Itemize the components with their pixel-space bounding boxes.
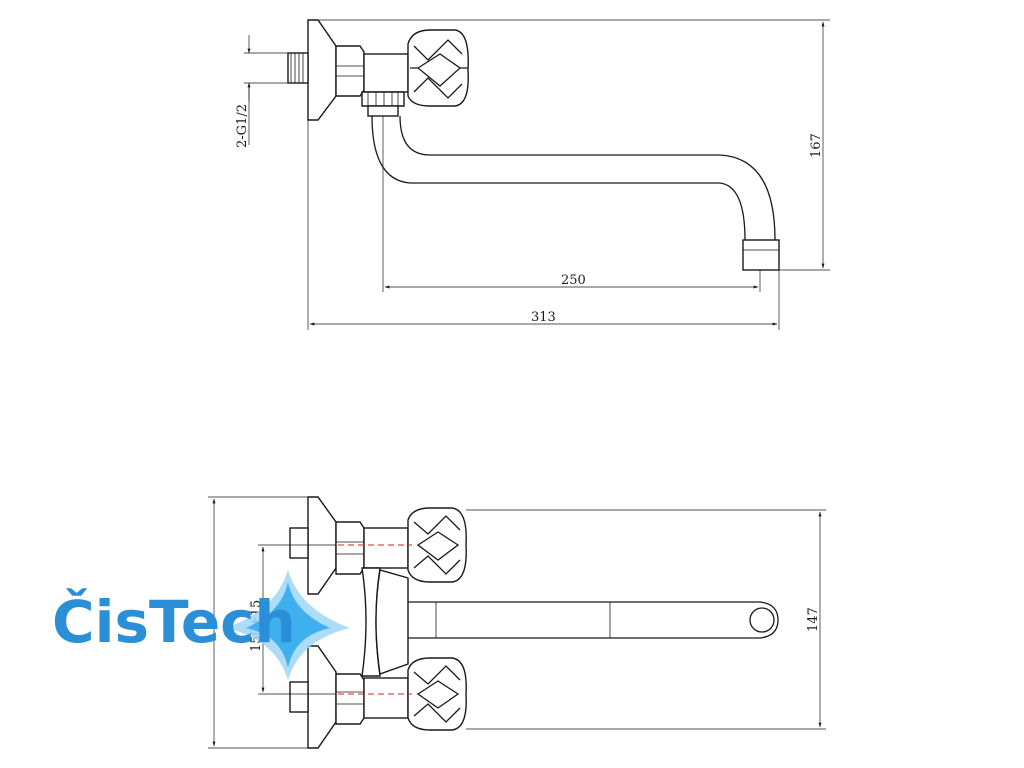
cistech-logo: ČisTech bbox=[52, 570, 350, 680]
tap-handle-side bbox=[407, 29, 469, 107]
dim-total-length-label: 313 bbox=[531, 310, 556, 325]
logo-swoosh-icon bbox=[226, 570, 350, 680]
tap-handle-upper bbox=[407, 507, 467, 583]
hex-nut bbox=[335, 45, 365, 97]
dim-height-side-label: 167 bbox=[809, 133, 824, 158]
dim-spout-reach-label: 250 bbox=[561, 273, 586, 288]
dim-spout-reach bbox=[382, 116, 761, 292]
upper-inlet bbox=[289, 527, 309, 559]
lower-inlet bbox=[289, 681, 309, 713]
dim-total-length bbox=[307, 120, 780, 330]
spout-side bbox=[371, 115, 776, 241]
dim-thread-label: 2-G1/2 bbox=[235, 104, 250, 148]
dim-height-front bbox=[466, 509, 826, 730]
dim-thread bbox=[244, 35, 288, 145]
valve-body bbox=[363, 53, 409, 93]
dim-height-front-label: 147 bbox=[806, 607, 821, 632]
wall-flange bbox=[307, 19, 337, 121]
logo-text: ČisTech bbox=[52, 587, 296, 656]
aerator bbox=[742, 239, 780, 271]
dim-height-side bbox=[318, 19, 830, 271]
spout-top bbox=[408, 601, 779, 639]
side-view: 2-G1/2 167 250 313 bbox=[235, 19, 830, 330]
dim-flange-height bbox=[208, 496, 308, 749]
swivel-nut bbox=[361, 91, 405, 107]
tap-handle-lower bbox=[407, 657, 467, 731]
